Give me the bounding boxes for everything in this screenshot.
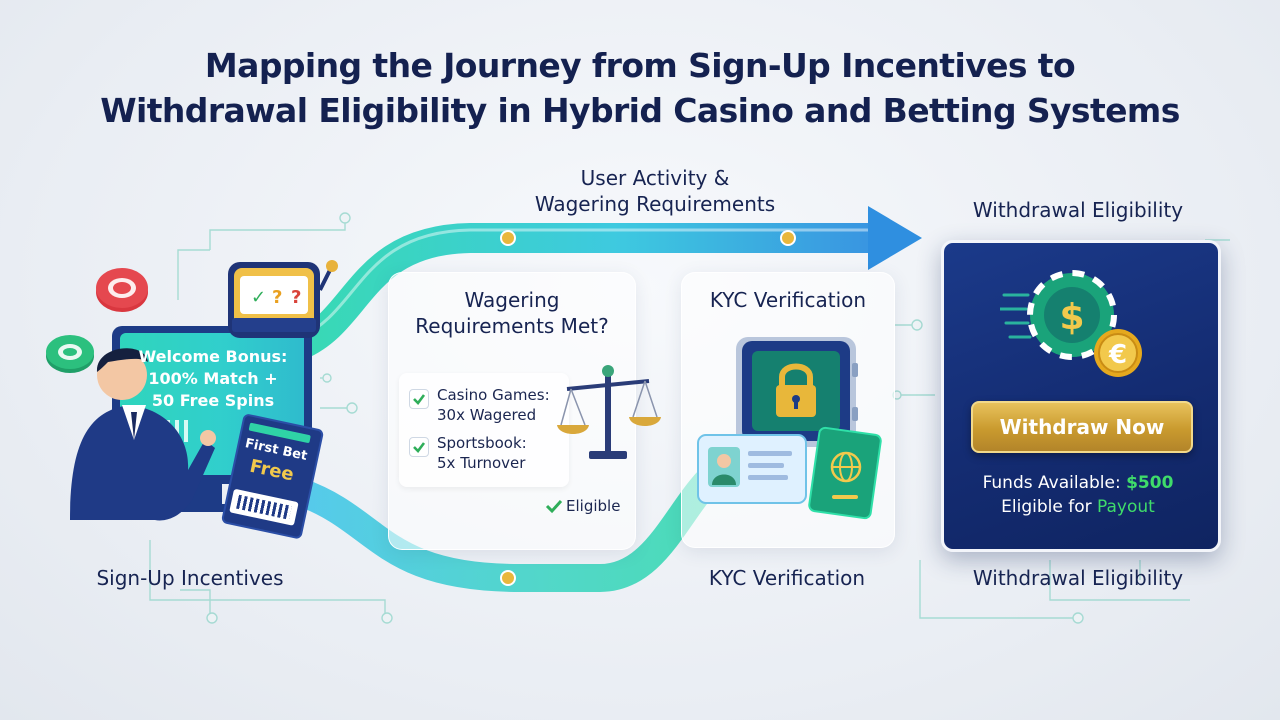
eligible-status: Eligible: [545, 497, 620, 515]
withdraw-now-button[interactable]: Withdraw Now: [971, 401, 1193, 453]
speed-lines: [1000, 293, 1032, 339]
eligible-label: Eligible: [566, 497, 621, 515]
kyc-illustration: [697, 337, 882, 520]
coin-chip-icon: $ €: [1000, 270, 1142, 377]
item-detail: 30x Wagered: [437, 406, 537, 424]
kyc-card: KYC Verification: [681, 272, 895, 548]
item-title: Casino Games:: [437, 386, 550, 404]
checklist-item: Sportsbook: 5x Turnover: [409, 433, 527, 473]
flow-nodes: [500, 230, 796, 586]
balance-scale-icon: [557, 365, 661, 459]
withdrawal-panel: $ € Withdraw Now Funds Available: $500 E…: [941, 240, 1221, 552]
svg-text:$: $: [1059, 297, 1084, 338]
checklist-item: Casino Games: 30x Wagered: [409, 385, 550, 425]
funds-label: Funds Available:: [982, 473, 1121, 493]
funds-available: Funds Available: $500: [944, 471, 1212, 495]
passport-icon: [808, 426, 882, 520]
item-title: Sportsbook:: [437, 434, 527, 452]
checkbox-checked-icon: [409, 389, 429, 409]
withdrawal-caption: Withdrawal Eligibility: [972, 566, 1184, 590]
page-title-line-2: Withdrawal Eligibility in Hybrid Casino …: [100, 91, 1180, 130]
circuit-lines: [149, 212, 1230, 624]
wagering-checklist: Casino Games: 30x Wagered Sportsbook: 5x…: [399, 373, 569, 487]
flow-label-line-2: Wagering Requirements: [534, 192, 776, 216]
kyc-card-title: KYC Verification: [709, 288, 867, 312]
wagering-title: Wagering Requirements Met?: [389, 287, 635, 339]
funds-amount: $500: [1126, 473, 1174, 493]
upper-flow-arrow: [293, 206, 922, 359]
svg-text:€: €: [1108, 340, 1127, 370]
withdrawal-heading: Withdrawal Eligibility: [972, 198, 1184, 222]
flow-label-line-1: User Activity &: [580, 166, 730, 190]
check-icon: [545, 499, 563, 514]
checkbox-checked-icon: [409, 437, 429, 457]
welcome-bonus-line-3: 50 Free Spins: [151, 391, 275, 410]
welcome-bonus-line-2: 100% Match +: [148, 369, 278, 388]
safe-lock-icon: [736, 337, 858, 447]
flow-label: User Activity & Wagering Requirements: [500, 165, 810, 217]
id-card-icon: [697, 434, 807, 504]
wagering-title-line-1: Wagering: [464, 288, 560, 312]
wagering-card: Wagering Requirements Met? Casino Games:…: [388, 272, 661, 550]
payout-value: Payout: [1097, 497, 1155, 517]
page-title-line-1: Mapping the Journey from Sign-Up Incenti…: [204, 46, 1076, 85]
signup-caption: Sign-Up Incentives: [96, 566, 284, 590]
welcome-bonus-line-1: Welcome Bonus:: [138, 347, 288, 366]
kyc-caption: KYC Verification: [708, 566, 866, 590]
eligible-for-payout: Eligible for Payout: [944, 495, 1212, 519]
wagering-title-line-2: Requirements Met?: [415, 314, 609, 338]
eligible-for-label: Eligible for: [1001, 497, 1092, 517]
item-detail: 5x Turnover: [437, 454, 526, 472]
welcome-bonus-text: Welcome Bonus: 100% Match + 50 Free Spin…: [128, 346, 298, 412]
